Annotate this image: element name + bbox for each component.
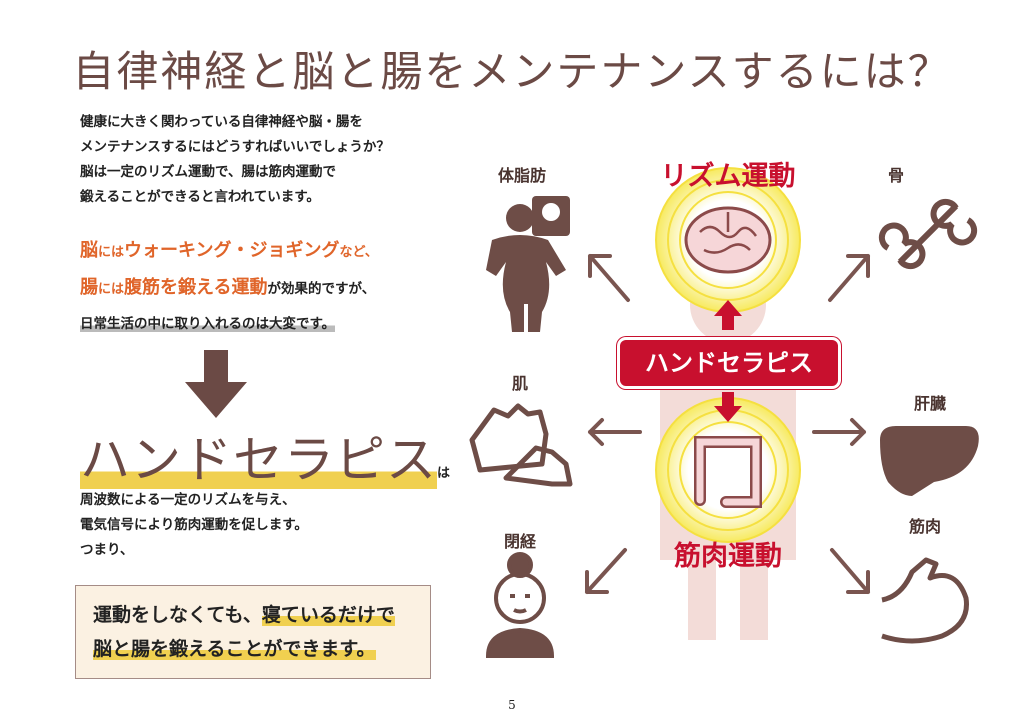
intro-line: 鍛えることができると言われています。 [80,189,320,205]
page-title: 自律神経と脳と腸をメンテナンスするには？ [72,47,952,96]
box-text: 脳と腸を鍛えることができます。 [93,638,376,660]
arrows [585,254,870,594]
up-arrow-icon [714,300,742,330]
gut-rings [655,397,801,543]
skin-label: 肌 [511,374,529,393]
body-fat-icon [486,196,570,332]
box-text: 寝ているだけで [261,604,395,626]
intro-text: 健康に大きく関わっている自律神経や脳・腸を メンテナンスするにはどうすればいいで… [80,110,390,210]
page-number: 5 [508,698,516,712]
body-line: 周波数による一定のリズムを与え、 [80,492,296,508]
hl: には [98,245,125,260]
intestine-inner [696,438,760,506]
woman-icon [485,552,555,658]
red-arrows [714,300,742,422]
hl: ウォーキング・ジョギング [124,240,340,261]
body-line: つまり、 [80,542,134,558]
hl: など、 [339,245,378,260]
down-arrow-icon [185,350,247,418]
intro-line: メンテナンスするにはどうすればいいでしょうか？ [80,139,390,155]
hl: が効果的ですが、 [267,281,376,297]
muscle-exercise-label: 筋肉運動 [674,541,782,572]
hands-icon [469,403,573,487]
down-arrow-icon [714,392,742,422]
box-text: 運動をしなくても、 [93,604,262,626]
intro-line: 健康に大きく関わっている自律神経や脳・腸を [80,114,363,130]
product-name: ハンドセラピス [80,431,437,489]
body-fat-label: 体脂肪 [497,166,547,185]
rhythm-label: リズム運動 [660,161,796,192]
muscle-arm-icon [881,557,969,644]
hand-body: 周波数による一定のリズムを与え、 電気信号により筋肉運動を促します。 つまり、 [80,488,308,563]
liver-label: 肝臓 [913,394,947,413]
brain-icon [684,206,772,274]
hl: 腹筋を鍛える運動 [124,277,268,298]
hl: 脳 [80,240,98,261]
hl: 腸 [80,277,98,298]
bone-icon [878,198,978,270]
hand-therapis-heading: ハンドセラピスは [80,420,451,492]
highlight-text: 脳にはウォーキング・ジョギングなど、 腸には腹筋を鍛える運動が効果的ですが、 日… [80,233,378,342]
intro-line: 脳は一定のリズム運動で、腸は筋肉運動で [80,164,336,180]
bone-label: 骨 [887,166,905,185]
hand-therapis-badge: ハンドセラピス [620,340,838,386]
menopause-label: 閉経 [503,532,537,551]
liver-icon [880,426,979,496]
body-line: 電気信号により筋肉運動を促します。 [80,517,308,533]
hl: 日常生活の中に取り入れるのは大変です。 [80,316,336,332]
suffix: は [437,466,452,481]
hl: には [98,282,125,297]
conclusion-box: 運動をしなくても、寝ているだけで 脳と腸を鍛えることができます。 [75,585,431,679]
muscle-label: 筋肉 [908,517,942,536]
